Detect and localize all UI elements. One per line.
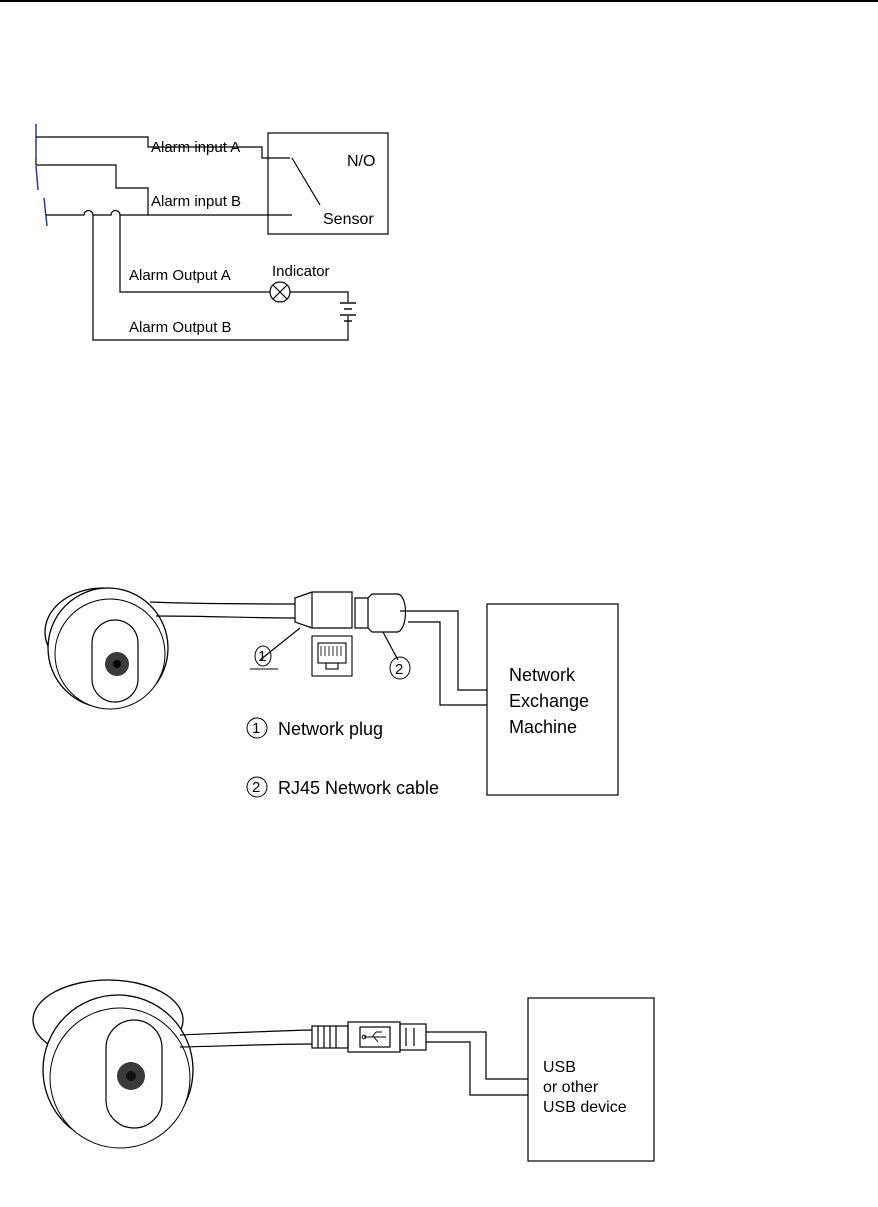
indicator-lamp-icon [269,281,291,303]
network-box-line-2: Exchange [509,691,589,711]
network-connection-diagram: 1 2 Network Exchange Machine 1 Network p… [44,587,619,798]
no-label: N/O [347,153,375,170]
legend-item-1: 1 Network plug [246,717,383,739]
sensor-label: Sensor [323,211,374,228]
alarm-terminal-ticks [35,124,48,227]
marker-1-text: 1 [258,648,266,665]
usb-box-line-1: USB [543,1059,576,1076]
usb-connection-diagram: USB or other USB device [32,979,655,1162]
usb-cable [179,1021,528,1096]
battery-icon [340,302,356,322]
network-box-line-3: Machine [509,717,577,737]
network-box-line-1: Network [509,665,576,685]
usb-box-line-3: USB device [543,1099,627,1116]
alarm-output-b-label: Alarm Output B [129,319,232,336]
page-top-rule [0,0,878,2]
marker-2-icon: 2 [389,656,411,680]
usb-box-line-2: or other [543,1079,599,1096]
indicator-label: Indicator [272,263,330,280]
legend-2-marker: 2 [252,779,260,796]
alarm-wires [35,132,389,341]
network-plug-socket-icon [311,635,353,677]
marker-1-icon: 1 [250,645,278,670]
usb-device-box [527,997,655,1162]
legend-1-marker: 1 [252,720,260,737]
usb-camera-icon [32,979,194,1149]
alarm-input-b-label: Alarm input B [151,193,241,210]
network-exchange-box [486,603,619,796]
legend-2-text: RJ45 Network cable [278,778,439,798]
legend-1-text: Network plug [278,719,383,739]
alarm-wiring-diagram: Alarm input A Alarm input B N/O Sensor I… [35,124,389,341]
legend-item-2: 2 RJ45 Network cable [246,776,439,798]
marker-2-text: 2 [395,661,403,678]
alarm-output-a-label: Alarm Output A [129,267,231,284]
usb-symbol-icon [361,1031,386,1043]
alarm-input-a-label: Alarm input A [151,139,240,156]
camera-icon [44,587,169,710]
network-cable [149,591,487,706]
